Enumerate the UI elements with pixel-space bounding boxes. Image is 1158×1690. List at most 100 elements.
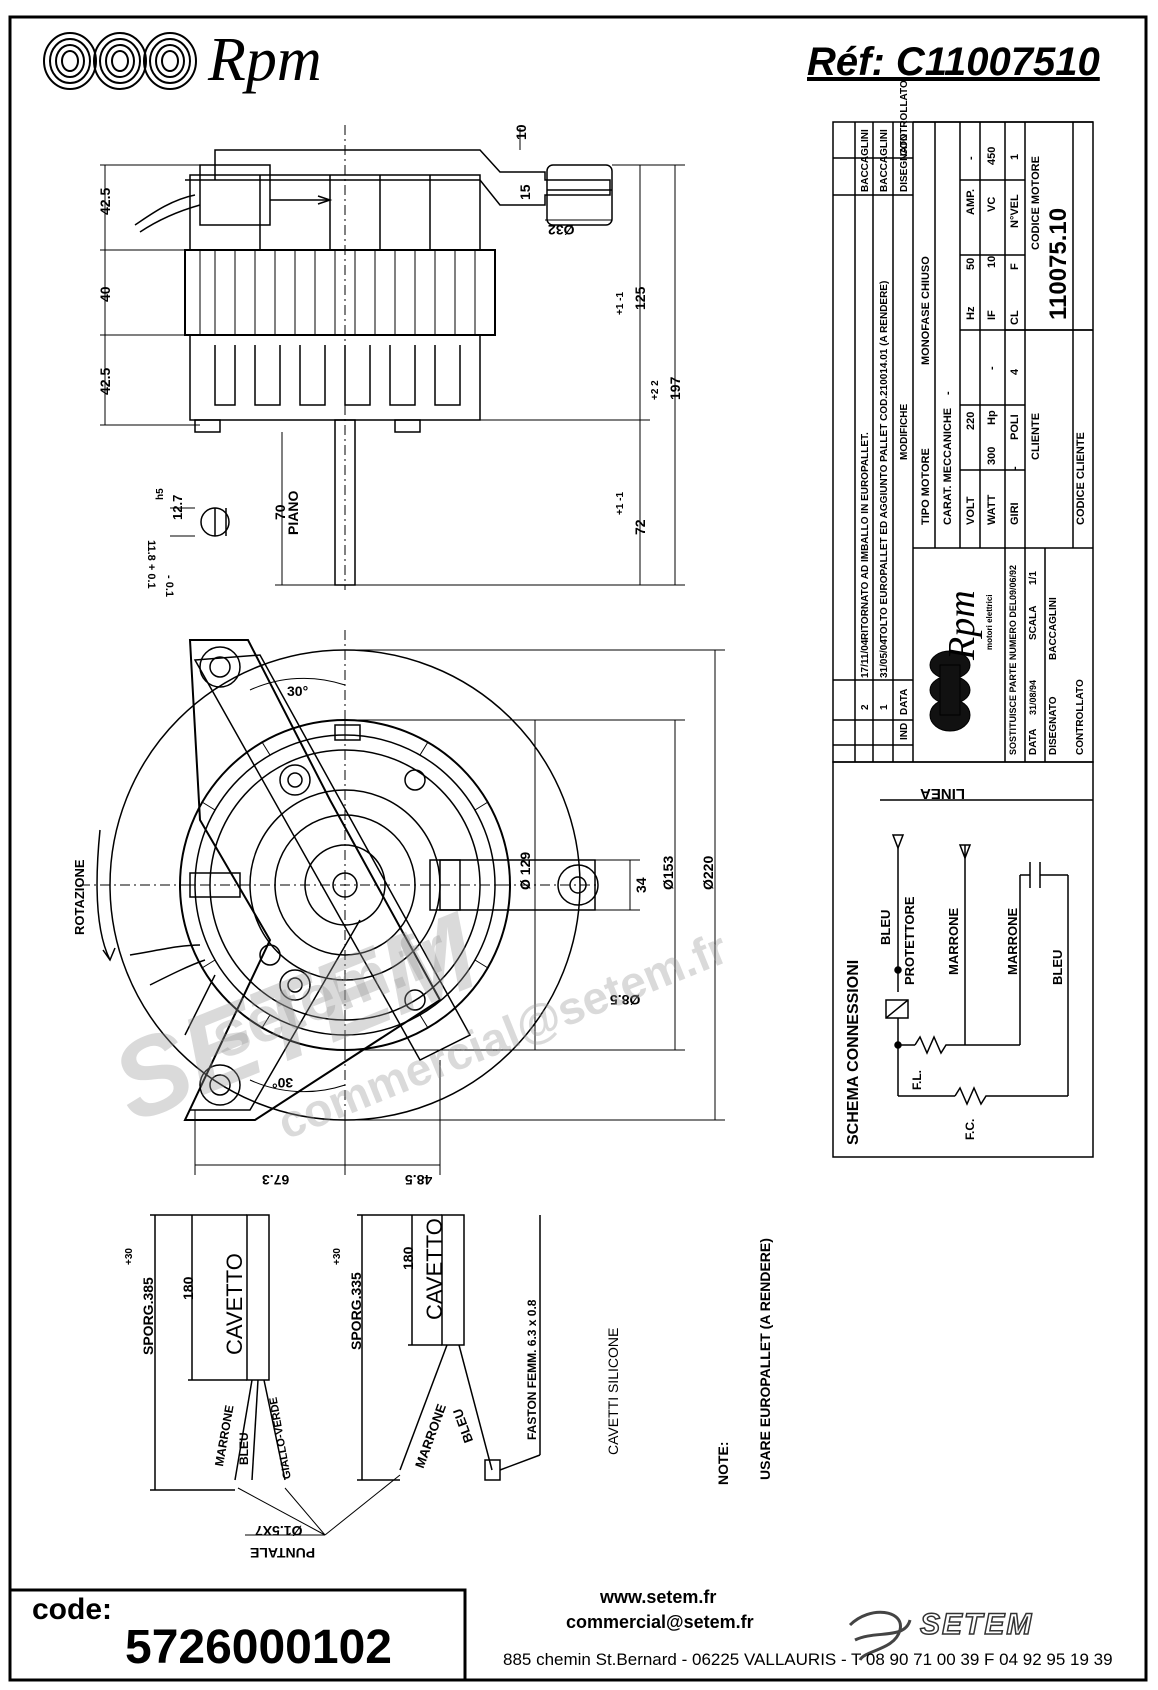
codice-motore-label: CODICE MOTORE: [1030, 156, 1042, 250]
rev-1-designato: BACCAGLINI: [879, 129, 890, 192]
rotazione-label: ROTAZIONE: [72, 859, 87, 935]
title-block-logo-sub: motori elettrici: [985, 594, 994, 650]
disegnato-label: DISEGNATO: [1048, 696, 1059, 755]
code-value: 5726000102: [125, 1621, 392, 1674]
connection-schematic-frame: [832, 761, 1094, 1158]
side-view-dimensions: [100, 128, 685, 586]
hz-label: Hz: [965, 306, 977, 320]
rev-1-data: 31/05/04: [879, 639, 890, 678]
controllato-label: CONTROLLATO: [1075, 679, 1086, 755]
motor-front-view: [80, 630, 600, 1150]
codice-motore-value: 110075.10: [1045, 207, 1072, 320]
dim-8-5: Ø8.5: [610, 992, 641, 1008]
dim-197: 197: [667, 376, 683, 400]
brand-name: Rpm: [208, 26, 322, 94]
disegnato-value: BACCAGLINI: [1048, 597, 1059, 660]
rev-2-ind: 2: [860, 704, 871, 710]
carat-meccaniche-value: -: [942, 391, 954, 395]
title-block-rpm-logo: [929, 650, 971, 732]
left-bleu: BLEU: [237, 1432, 251, 1465]
bleu-bottom-label: BLEU: [1050, 949, 1065, 985]
rev-header-modifiche: MODIFICHE: [899, 403, 910, 460]
left-sporg-tol: +30: [124, 1248, 135, 1265]
title-block-logo-text: Rpm: [941, 590, 983, 660]
cl-value: F: [1009, 263, 1021, 270]
cable-detail-left: [150, 1214, 286, 1491]
dim-15: 15: [517, 184, 533, 200]
poli-value: 4: [1009, 368, 1021, 375]
scala-value: 1/1: [1028, 571, 1039, 585]
dim-40: 40: [97, 286, 113, 302]
right-sporg: SPORG.335: [348, 1272, 364, 1350]
if-label: IF: [986, 310, 998, 320]
note-label: NOTE:: [715, 1441, 731, 1485]
poli-label: POLI: [1009, 414, 1021, 440]
rotation-arrow: [96, 829, 111, 961]
linea-label: LINEA: [920, 785, 965, 802]
code-box-frame: [8, 1588, 467, 1682]
reference-number: Réf: C11007510: [807, 40, 1100, 84]
shaft-12-7: 12.7: [170, 494, 185, 520]
data-value: 31/08/94: [1028, 679, 1038, 715]
setem-logo-mark: [848, 1610, 912, 1661]
watt-value: 300: [986, 446, 998, 465]
dim-67-3: 67.3: [262, 1172, 290, 1188]
dim-10: 10: [513, 124, 529, 140]
title-block-frame: [832, 121, 1094, 763]
dim-48-5: 48.5: [405, 1172, 433, 1188]
dim-42-5-top: 42.5: [97, 187, 113, 215]
motor-side-view: [134, 125, 613, 590]
giri-label: GIRI: [1009, 502, 1021, 525]
protettore-label: PROTETTORE: [902, 896, 917, 985]
rev-2-modifiche: RITORNATO AD IMBALLO IN EUROPALLET.: [860, 432, 871, 640]
vc-value: 450: [986, 146, 998, 165]
data-label: DATA: [1028, 728, 1039, 755]
rpm-coil-logo: [43, 32, 197, 90]
cliente-label: CLIENTE: [1030, 412, 1042, 460]
piano-label: PIANO: [285, 490, 301, 535]
tipo-motore-label: TIPO MOTORE: [920, 448, 932, 525]
vc-label: VC: [986, 196, 998, 212]
left-180: 180: [180, 1276, 196, 1300]
dim-220: Ø220: [700, 855, 716, 890]
amp-label: AMP.: [965, 188, 977, 215]
left-sporg: SPORG.385: [140, 1277, 156, 1355]
right-180: 180: [400, 1246, 416, 1270]
note-text: USARE EUROPALLET (A RENDERE): [757, 1238, 773, 1480]
left-cavetto: CAVETTO: [222, 1253, 247, 1355]
marrone-1-label: MARRONE: [946, 907, 961, 975]
dim-32: Ø32: [548, 222, 575, 238]
shaft-11-8: 11.8 + 0.1: [145, 540, 157, 589]
hp-value: -: [986, 366, 998, 370]
marrone-2-label: MARRONE: [1005, 907, 1020, 975]
right-sporg-tol: +30: [332, 1248, 343, 1265]
shaft-tol-minus: - 0.1: [163, 575, 175, 598]
hz-value: 50: [965, 257, 977, 270]
connection-schematic-wiring: [885, 834, 1069, 1106]
volt-value: 220: [965, 411, 977, 430]
tipo-motore-value: MONOFASE CHIUSO: [920, 256, 932, 365]
dim-42-5-bottom: 42.5: [97, 367, 113, 395]
codice-cliente-label: CODICE CLIENTE: [1075, 432, 1087, 525]
rev-1-ind: 1: [879, 704, 890, 710]
angle-bottom: 30°: [272, 1075, 294, 1091]
rev-1-modifiche: TOLTO EUROPALLET ED AGGIUNTO PALLET COD.…: [879, 280, 890, 640]
footer-email[interactable]: commercial@setem.fr: [566, 1612, 754, 1632]
footer-address: 885 chemin St.Bernard - 06225 VALLAURIS …: [503, 1650, 1113, 1669]
amp-value: -: [965, 156, 977, 160]
cl-label: CL: [1009, 310, 1021, 325]
dim-72-tol: +1 -1: [615, 491, 626, 515]
dim-125: 125: [632, 286, 648, 310]
footer-website[interactable]: www.setem.fr: [600, 1587, 717, 1607]
nvel-label: N°VEL: [1009, 194, 1021, 228]
cavetti-silicone: CAVETTI SILICONE: [605, 1327, 621, 1455]
fl-label: F.L.: [910, 1070, 924, 1090]
shaft-h5: h5: [155, 488, 166, 500]
rev-header-controllato: CONTROLLATO: [899, 80, 910, 156]
watt-label: WATT: [986, 494, 998, 525]
bleu-top-label: BLEU: [878, 909, 893, 945]
front-view-dimensions: [194, 649, 725, 1175]
volt-label: VOLT: [965, 496, 977, 525]
giri-value: -: [1009, 466, 1021, 470]
